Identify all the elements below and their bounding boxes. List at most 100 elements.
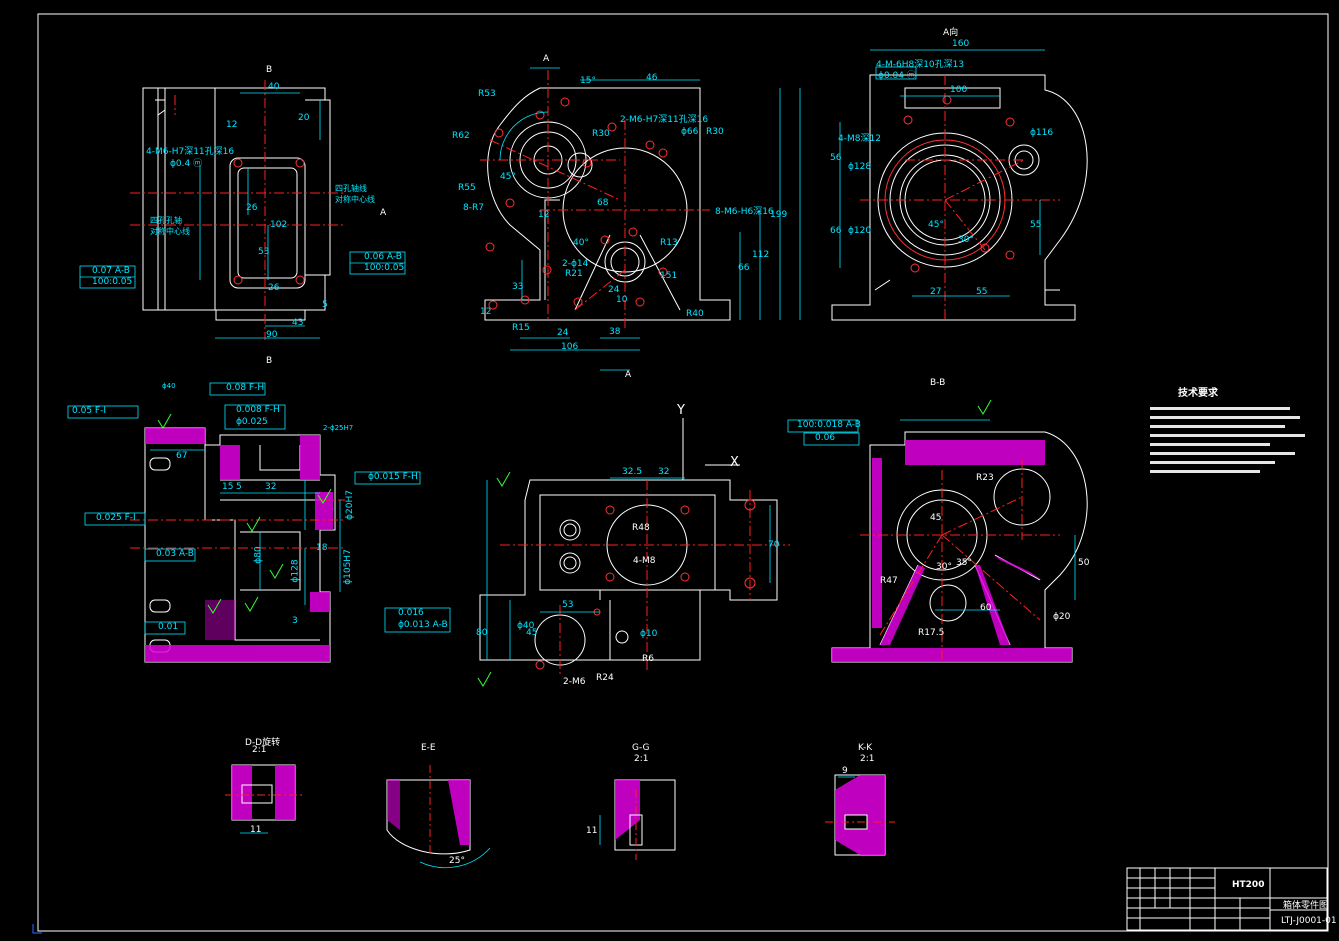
dim-v2-45: 45° — [500, 172, 516, 182]
tol-v4-pos3: ϕ0.013 A-B — [398, 620, 448, 630]
tol-v3-pos: ϕ0.04 ⓜ — [878, 71, 916, 81]
detail-kk — [825, 774, 895, 856]
note-v1-axis1: 四孔轴线 — [335, 184, 367, 193]
tech-line — [1150, 452, 1295, 455]
technical-requirements: 技术要求 — [1150, 384, 1310, 479]
dim-v2-46: 46 — [646, 73, 658, 83]
tol-v4-par: 0.05 F-I — [72, 406, 106, 416]
roughness-symbols — [157, 399, 992, 687]
view-front-dimlines — [499, 67, 801, 371]
dim-v5-80: 80 — [476, 628, 488, 638]
tech-line — [1150, 416, 1300, 419]
dim-v1-53: 53 — [258, 247, 270, 257]
tol-v4-round: ϕ0.025 — [236, 417, 268, 427]
dim-v1-12: 12 — [226, 120, 238, 130]
dim-v3-45: 45° — [928, 220, 944, 230]
dim-v4-128: ϕ128 — [290, 559, 301, 583]
dim-v5-70: 70 — [768, 540, 780, 550]
view-top-holes — [535, 499, 756, 670]
dim-gg-11: 11 — [586, 826, 598, 836]
tol-v1-perp2: 100:0.05 — [364, 263, 405, 273]
view-a-centerlines — [860, 75, 1060, 320]
view-front-holes — [485, 97, 668, 310]
tech-line — [1150, 443, 1270, 446]
dim-v3-160: 160 — [952, 39, 970, 49]
dim-v5-2M6: 2-M6 — [563, 677, 586, 687]
view-top-centerlines — [500, 480, 790, 675]
note-v1-axis2: 对称中心线 — [335, 195, 375, 204]
dim-v2-68: 68 — [597, 198, 609, 208]
dim-kk-9: 9 — [842, 766, 848, 776]
dim-v6-R175: R17.5 — [918, 628, 945, 638]
note-v1-position: ϕ0.4 ⓜ — [170, 159, 203, 169]
section-dd-title: D-D旋转 — [245, 738, 281, 748]
sheet-border — [37, 13, 1329, 932]
dim-v3-66: 66 — [830, 226, 842, 236]
note-v1-axis3: 四孔孔轴 — [150, 216, 182, 225]
dim-v6-35: 35° — [956, 558, 972, 568]
tol-v1-perp: 100:0.05 — [92, 277, 133, 287]
marker-a-bottom: A — [625, 370, 632, 380]
dim-v4-15: 15 — [222, 482, 234, 492]
view-top-dimlines — [486, 477, 771, 660]
dim-v1-20: 20 — [298, 113, 310, 123]
dim-v6-60: 60 — [980, 603, 992, 613]
tech-line — [1150, 461, 1275, 464]
tech-line — [1150, 425, 1285, 428]
view-section-side-dimlines — [67, 382, 451, 635]
dim-v1-40: 40 — [268, 82, 280, 92]
view-top-axes — [682, 418, 740, 480]
title-block — [1126, 867, 1328, 931]
dim-v2-R62: R62 — [452, 131, 470, 141]
view-bb-hatch — [832, 440, 1072, 662]
dim-v2-38: 38 — [609, 327, 621, 337]
view-section-side-centerlines — [130, 499, 345, 549]
tol-v6-flat: 0.06 — [815, 433, 836, 443]
dim-v5-325: 32.5 — [622, 467, 643, 477]
note-v2-2M6: 2-M6-H7深11孔深16 — [620, 115, 709, 125]
dim-v4-105: ϕ105H7 — [342, 549, 353, 585]
detail-ee — [386, 765, 491, 869]
dim-ee-25: 25° — [449, 856, 465, 866]
dim-v1-26b: 26 — [268, 283, 280, 293]
tol-v4-cyl: 0.008 F-H — [236, 405, 280, 415]
note-v1-holes: 4-M6-H7深11孔深16 — [146, 147, 235, 157]
detail-gg — [599, 779, 676, 860]
dim-v2-24b: 24 — [557, 328, 569, 338]
axis-x-label: X — [730, 455, 739, 470]
dim-v3-55: 55 — [1030, 220, 1042, 230]
dim-v6-20: ϕ20 — [1053, 612, 1071, 622]
section-ee-title: E-E — [421, 743, 436, 753]
tol-v1-flat2: 0.06 A-B — [364, 252, 402, 262]
dim-v3-128: ϕ128 — [848, 162, 872, 172]
dim-v4-2phi: 2-ϕ25H7 — [323, 424, 354, 432]
dim-v2-33: 33 — [512, 282, 524, 292]
dim-v5-R6: R6 — [642, 654, 654, 664]
section-kk-scale: 2:1 — [860, 754, 875, 764]
dim-v5-53: 53 — [562, 600, 574, 610]
dim-v5-R24: R24 — [596, 673, 614, 683]
dim-v2-R15: R15 — [512, 323, 530, 333]
view-bb-section — [831, 431, 1088, 663]
view-bb-title: B-B — [930, 378, 946, 388]
dim-v2-112: 112 — [752, 250, 770, 260]
title-name: 箱体零件图 — [1283, 901, 1329, 911]
marker-b-top: B — [266, 65, 273, 75]
dim-v2-R21: R21 — [565, 269, 583, 279]
tech-line — [1150, 407, 1290, 410]
dim-dd-11: 11 — [250, 825, 262, 835]
tol-v6-perp: 100:0.018 A-B — [797, 420, 861, 430]
view-a-direction-title: A向 — [943, 28, 959, 38]
dim-v2-R13: R13 — [660, 238, 678, 248]
dim-v4-18: 18 — [316, 543, 328, 553]
view-bb-dimlines — [787, 419, 1076, 611]
view-section-side-hatch — [145, 428, 333, 662]
section-dd-scale: 2:1 — [252, 745, 267, 755]
dim-v1-90: 90 — [266, 330, 278, 340]
tol-v4-pos2: ϕ0.015 F-H — [368, 472, 418, 482]
view-side — [142, 87, 331, 321]
tech-line — [1150, 470, 1260, 473]
dim-v1-43: 43 — [292, 318, 304, 328]
tol-v4-flat2: 0.01 — [158, 622, 179, 632]
dim-v2-R53: R53 — [478, 89, 496, 99]
